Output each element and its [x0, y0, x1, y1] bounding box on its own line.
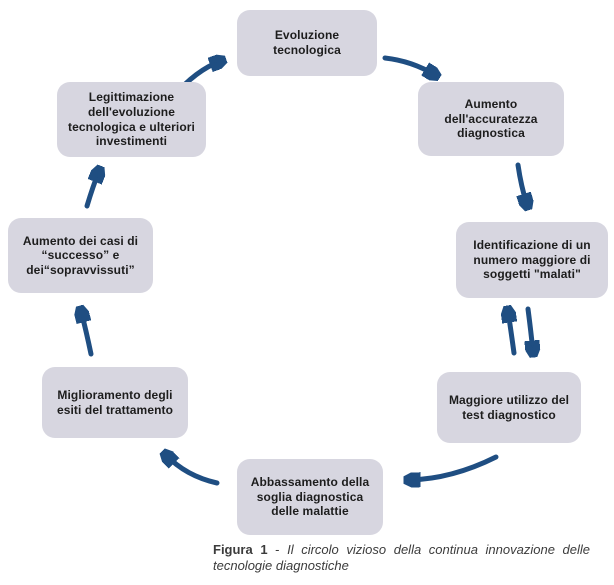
arrow-maggiore-utilizzo-to-abbassamento [409, 454, 499, 480]
figure-caption: Figura 1 - Il circolo vizioso della cont… [213, 542, 590, 575]
arrow-abbassamento-to-miglioramento [166, 455, 220, 486]
node-abbassamento-soglia-diagnostica: Abbassamento della soglia diagnostica de… [237, 459, 383, 535]
arrow-miglioramento-to-aumento-casi [81, 311, 94, 357]
node-aumento-casi-successo: Aumento dei casi di “successo” e dei“sop… [8, 218, 153, 293]
node-legittimazione-investimenti: Legittimazione dell'evoluzione tecnologi… [57, 82, 206, 157]
caption-separator: - [267, 542, 288, 557]
caption-text: Il circolo vizioso della continua innova… [213, 542, 590, 574]
arrow-identificazione-to-maggiore-utilizzo [528, 306, 533, 352]
arrow-evoluzione-to-aumento-accuratezza [382, 55, 435, 75]
node-miglioramento-esiti-trattamento: Miglioramento degli esiti del trattament… [42, 367, 188, 438]
node-identificazione-soggetti-malati: Identificazione di un numero maggiore di… [456, 222, 608, 298]
node-aumento-accuratezza-diagnostica: Aumento dell'accuratezza diagnostica [418, 82, 564, 156]
arrow-aumento-accuratezza-to-identificazione [515, 162, 527, 205]
node-evoluzione-tecnologica: Evoluzione tecnologica [237, 10, 377, 76]
caption-figure-label: Figura 1 [213, 542, 268, 557]
node-maggiore-utilizzo-test: Maggiore utilizzo del test diagnostico [437, 372, 581, 443]
arrow-aumento-casi-to-legittimazione [84, 171, 99, 209]
arrow-maggiore-utilizzo-to-identificazione [508, 311, 514, 356]
